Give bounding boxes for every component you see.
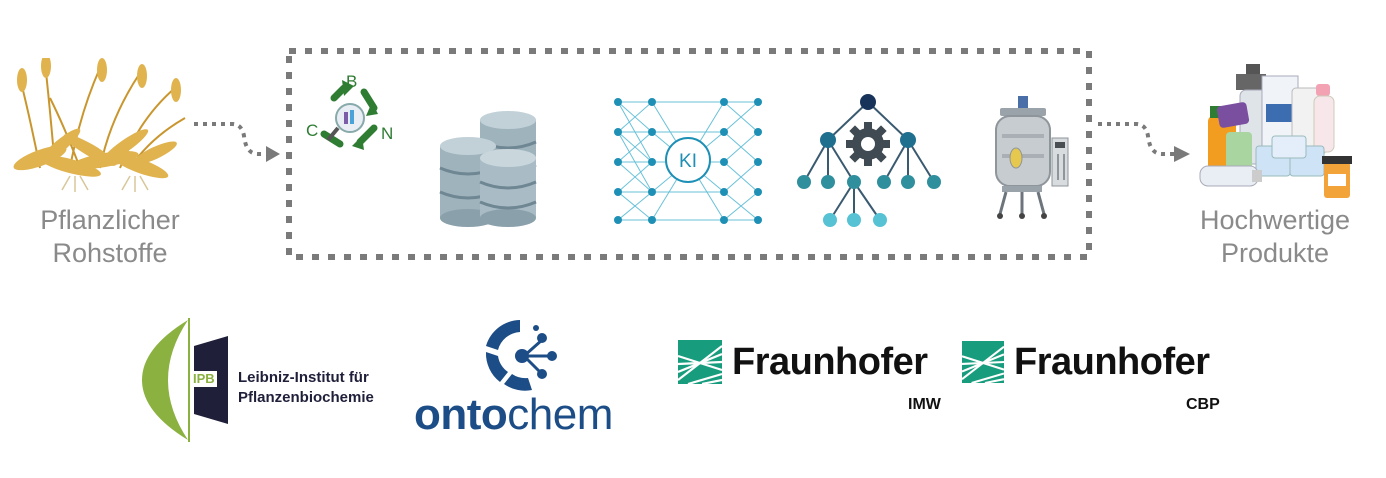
cycle-letter-top: B: [346, 72, 357, 91]
bioreactor-icon: [990, 94, 1072, 224]
ipb-line1: Leibniz-Institut für: [238, 369, 369, 386]
arrow-out: [1096, 112, 1192, 168]
ontochem-logo: ontochem: [414, 316, 628, 440]
products-illustration: [1196, 54, 1372, 204]
ontochem-part1: onto: [414, 390, 508, 439]
output-label-line1: Hochwertige: [1199, 205, 1351, 235]
ontochem-wordmark: ontochem: [414, 390, 613, 440]
fraunhofer-cbp-mark: [962, 341, 1004, 384]
fraunhofer-imw-mark: [678, 340, 722, 384]
output-label-line2: Produkte: [1220, 238, 1330, 268]
process-frame: [286, 48, 1092, 260]
input-label-line2: Rohstoffe: [52, 238, 168, 268]
fraunhofer-cbp-logo: Fraunhofer CBP: [962, 340, 1242, 420]
ipb-logo: IPB Leibniz-Institut für Pflanzenbiochem…: [138, 318, 390, 442]
output-label: Hochwertige Produkte: [1180, 204, 1370, 270]
input-label-line1: Pflanzlicher: [40, 205, 180, 235]
ontochem-part2: chem: [507, 390, 613, 439]
decision-tree-gear-icon: [792, 92, 944, 228]
database-icon: [436, 110, 548, 230]
fraunhofer-imw-logo: Fraunhofer IMW: [678, 340, 958, 420]
fraunhofer-cbp-name: Fraunhofer: [1014, 341, 1210, 383]
neural-network-icon: KI: [612, 92, 764, 226]
cycle-letter-right: N: [381, 124, 393, 143]
ipb-badge: IPB: [191, 371, 217, 387]
ipb-line2: Pflanzenbiochemie: [238, 389, 374, 406]
fraunhofer-imw-name: Fraunhofer: [732, 341, 928, 383]
recycle-icon: B C N: [302, 70, 400, 160]
arrow-in: [192, 112, 282, 168]
cycle-letter-left: C: [306, 121, 318, 140]
gear-icon: [846, 122, 890, 166]
ai-label: KI: [679, 151, 697, 172]
fraunhofer-cbp-unit: CBP: [1186, 396, 1220, 413]
ipb-name: Leibniz-Institut für Pflanzenbiochemie: [238, 368, 398, 408]
input-label: Pflanzlicher Rohstoffe: [20, 204, 200, 270]
plant-straw-illustration: [10, 54, 190, 198]
fraunhofer-imw-unit: IMW: [908, 396, 941, 413]
